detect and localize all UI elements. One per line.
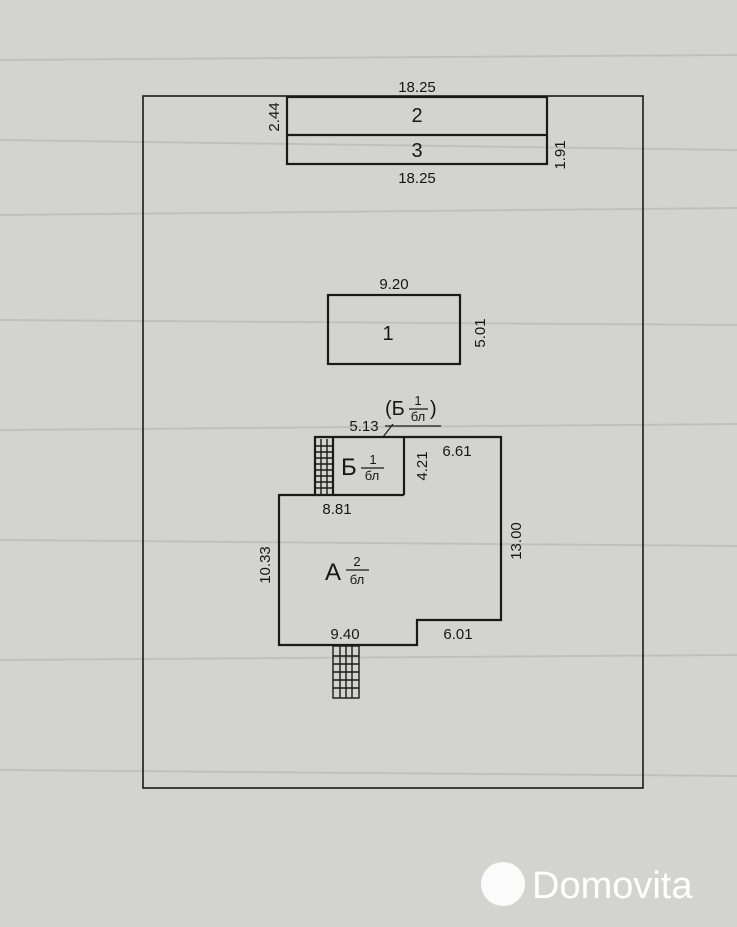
house-dim-left: 10.33	[257, 546, 274, 584]
entrance-steps	[332, 645, 360, 699]
domovita-brand-text: Domovita	[532, 865, 693, 907]
shed-top-width: 2.44	[266, 102, 283, 131]
annex-paren-open: (Б	[385, 398, 405, 420]
house-dim-right: 13.00	[508, 522, 525, 560]
house-dim-inner-top: 8.81	[322, 501, 351, 518]
domovita-watermark: Domovita	[481, 862, 693, 907]
annex-length: 5.13	[349, 418, 378, 435]
annex-paren-material: бл	[411, 409, 425, 424]
house-material: бл	[350, 572, 364, 587]
annex-floors: 1	[369, 452, 376, 467]
annex-paren-close: )	[430, 398, 437, 420]
house-floors: 2	[353, 554, 360, 569]
building-1-number: 1	[382, 323, 393, 345]
house-letter: А	[325, 559, 341, 586]
annex-steps	[315, 439, 333, 494]
house-dim-bottom-left: 9.40	[330, 626, 359, 643]
plot-boundary	[142, 95, 644, 789]
annex-parenthetical-label: (Б 1 бл )	[385, 393, 437, 424]
building-1-length: 9.20	[379, 276, 408, 293]
annex-letter: Б	[341, 454, 357, 481]
house-outline	[277, 435, 503, 647]
building-1-width: 5.01	[472, 318, 489, 347]
shed-bottom-number: 3	[411, 140, 422, 162]
house-dim-bottom-right: 6.01	[443, 626, 472, 643]
building-1-outline	[326, 293, 462, 366]
house-dim-top-right: 6.61	[442, 443, 471, 460]
shed-bottom-width: 1.91	[552, 140, 569, 169]
annex-width: 4.21	[414, 451, 431, 480]
annex-label: Б 1 бл	[341, 452, 384, 483]
annex-material: бл	[365, 468, 379, 483]
domovita-logo-icon	[481, 862, 525, 906]
shed-top-length: 18.25	[398, 79, 436, 96]
annex-paren-floors: 1	[414, 393, 421, 408]
shed-bottom-length: 18.25	[398, 170, 436, 187]
house-label: А 2 бл	[325, 554, 369, 587]
shed-top-number: 2	[411, 105, 422, 127]
shed-block	[285, 95, 549, 166]
background-texture	[0, 54, 737, 777]
